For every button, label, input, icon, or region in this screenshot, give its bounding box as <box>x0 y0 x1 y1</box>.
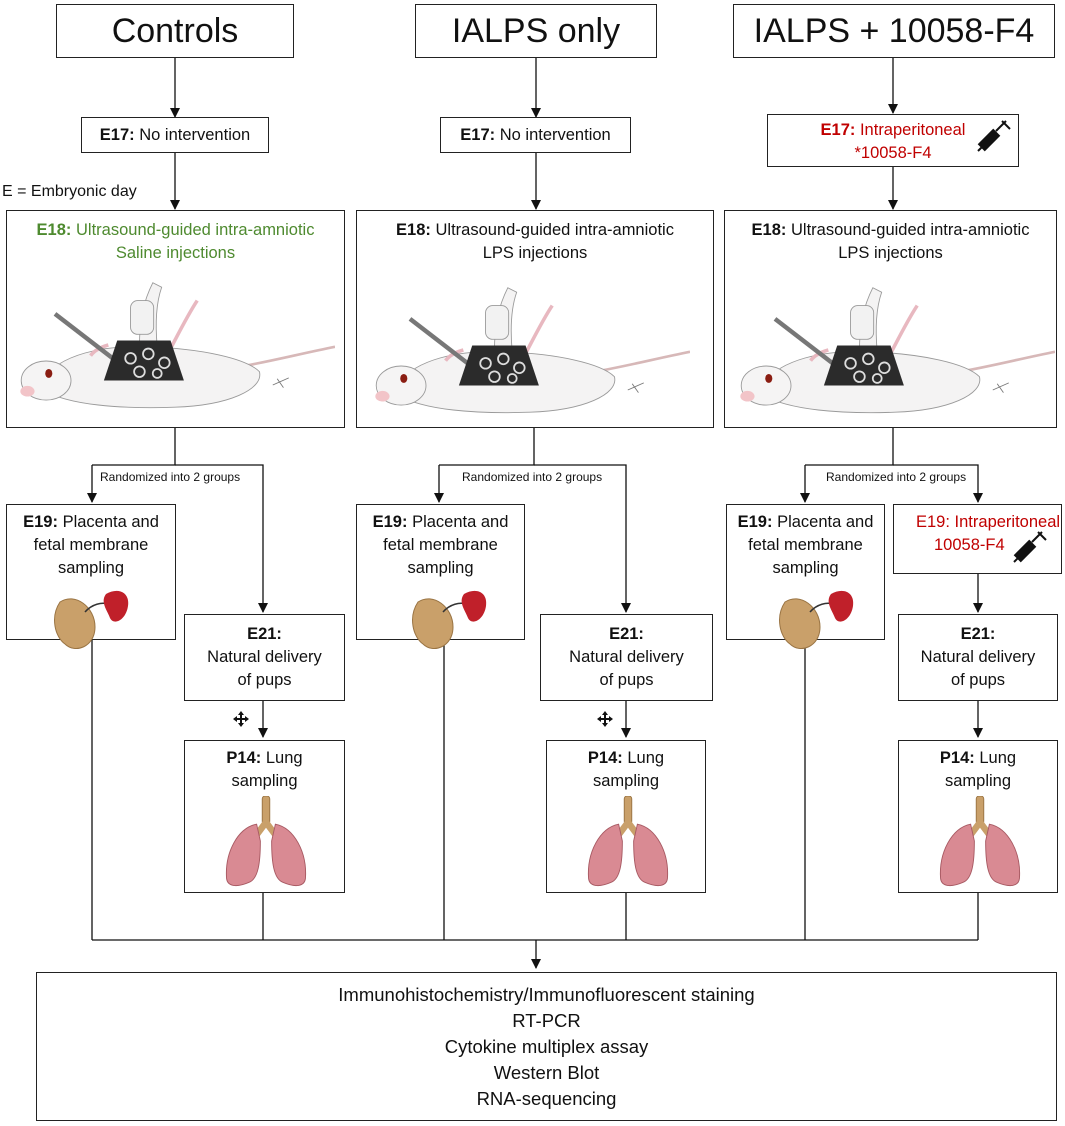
col2-move-icon <box>597 711 613 727</box>
analysis-item: Immunohistochemistry/Immunofluorescent s… <box>338 983 755 1005</box>
col1-e19-box: E19: Placenta and fetal membrane samplin… <box>6 504 176 640</box>
col2-e19-box: E19: Placenta and fetal membrane samplin… <box>356 504 525 640</box>
col2-randomized-label: Randomized into 2 groups <box>462 470 603 484</box>
col3-e17-box: E17: Intraperitoneal *10058-F4 <box>767 114 1019 167</box>
header-ialps-10058: IALPS + 10058-F4 <box>733 4 1055 58</box>
analysis-item: RT-PCR <box>512 1009 581 1031</box>
analysis-item: Western Blot <box>493 1061 600 1083</box>
header-controls: Controls <box>56 4 294 58</box>
col3-placenta-icon <box>778 590 854 650</box>
col3-e21-box: E21: Natural delivery of pups <box>898 614 1058 701</box>
col2-e17-box: E17: No intervention <box>440 117 631 153</box>
col1-e17-box: E17: No intervention <box>81 117 269 153</box>
col1-placenta-icon <box>53 590 129 650</box>
col2-lungs-icon <box>580 796 676 888</box>
col2-e21-box: E21: Natural delivery of pups <box>540 614 713 701</box>
col1-rat-ultrasound-illustration <box>15 270 335 420</box>
col1-randomized-label: Randomized into 2 groups <box>100 470 241 484</box>
header-ialps-only: IALPS only <box>415 4 657 58</box>
analysis-item: RNA-sequencing <box>476 1087 617 1109</box>
col3-lungs-icon <box>932 796 1028 888</box>
col3-e19-syringe-icon <box>1012 531 1047 564</box>
legend-embryonic-day: E = Embryonic day <box>2 183 137 200</box>
col1-move-icon <box>233 711 249 727</box>
col3-e17-syringe-icon <box>976 120 1011 153</box>
col3-randomized-label: Randomized into 2 groups <box>826 470 967 484</box>
analysis-item: Cytokine multiplex assay <box>444 1035 649 1057</box>
analysis-box: Immunohistochemistry/Immunofluorescent s… <box>36 972 1057 1121</box>
col3-rat-ultrasound-illustration <box>735 275 1055 425</box>
col1-lungs-icon <box>218 796 314 888</box>
col1-e21-box: E21: Natural delivery of pups <box>184 614 345 701</box>
col1-p14-box: P14: Lung sampling <box>184 740 345 893</box>
col2-rat-ultrasound-illustration <box>370 275 690 425</box>
col2-placenta-icon <box>411 590 487 650</box>
